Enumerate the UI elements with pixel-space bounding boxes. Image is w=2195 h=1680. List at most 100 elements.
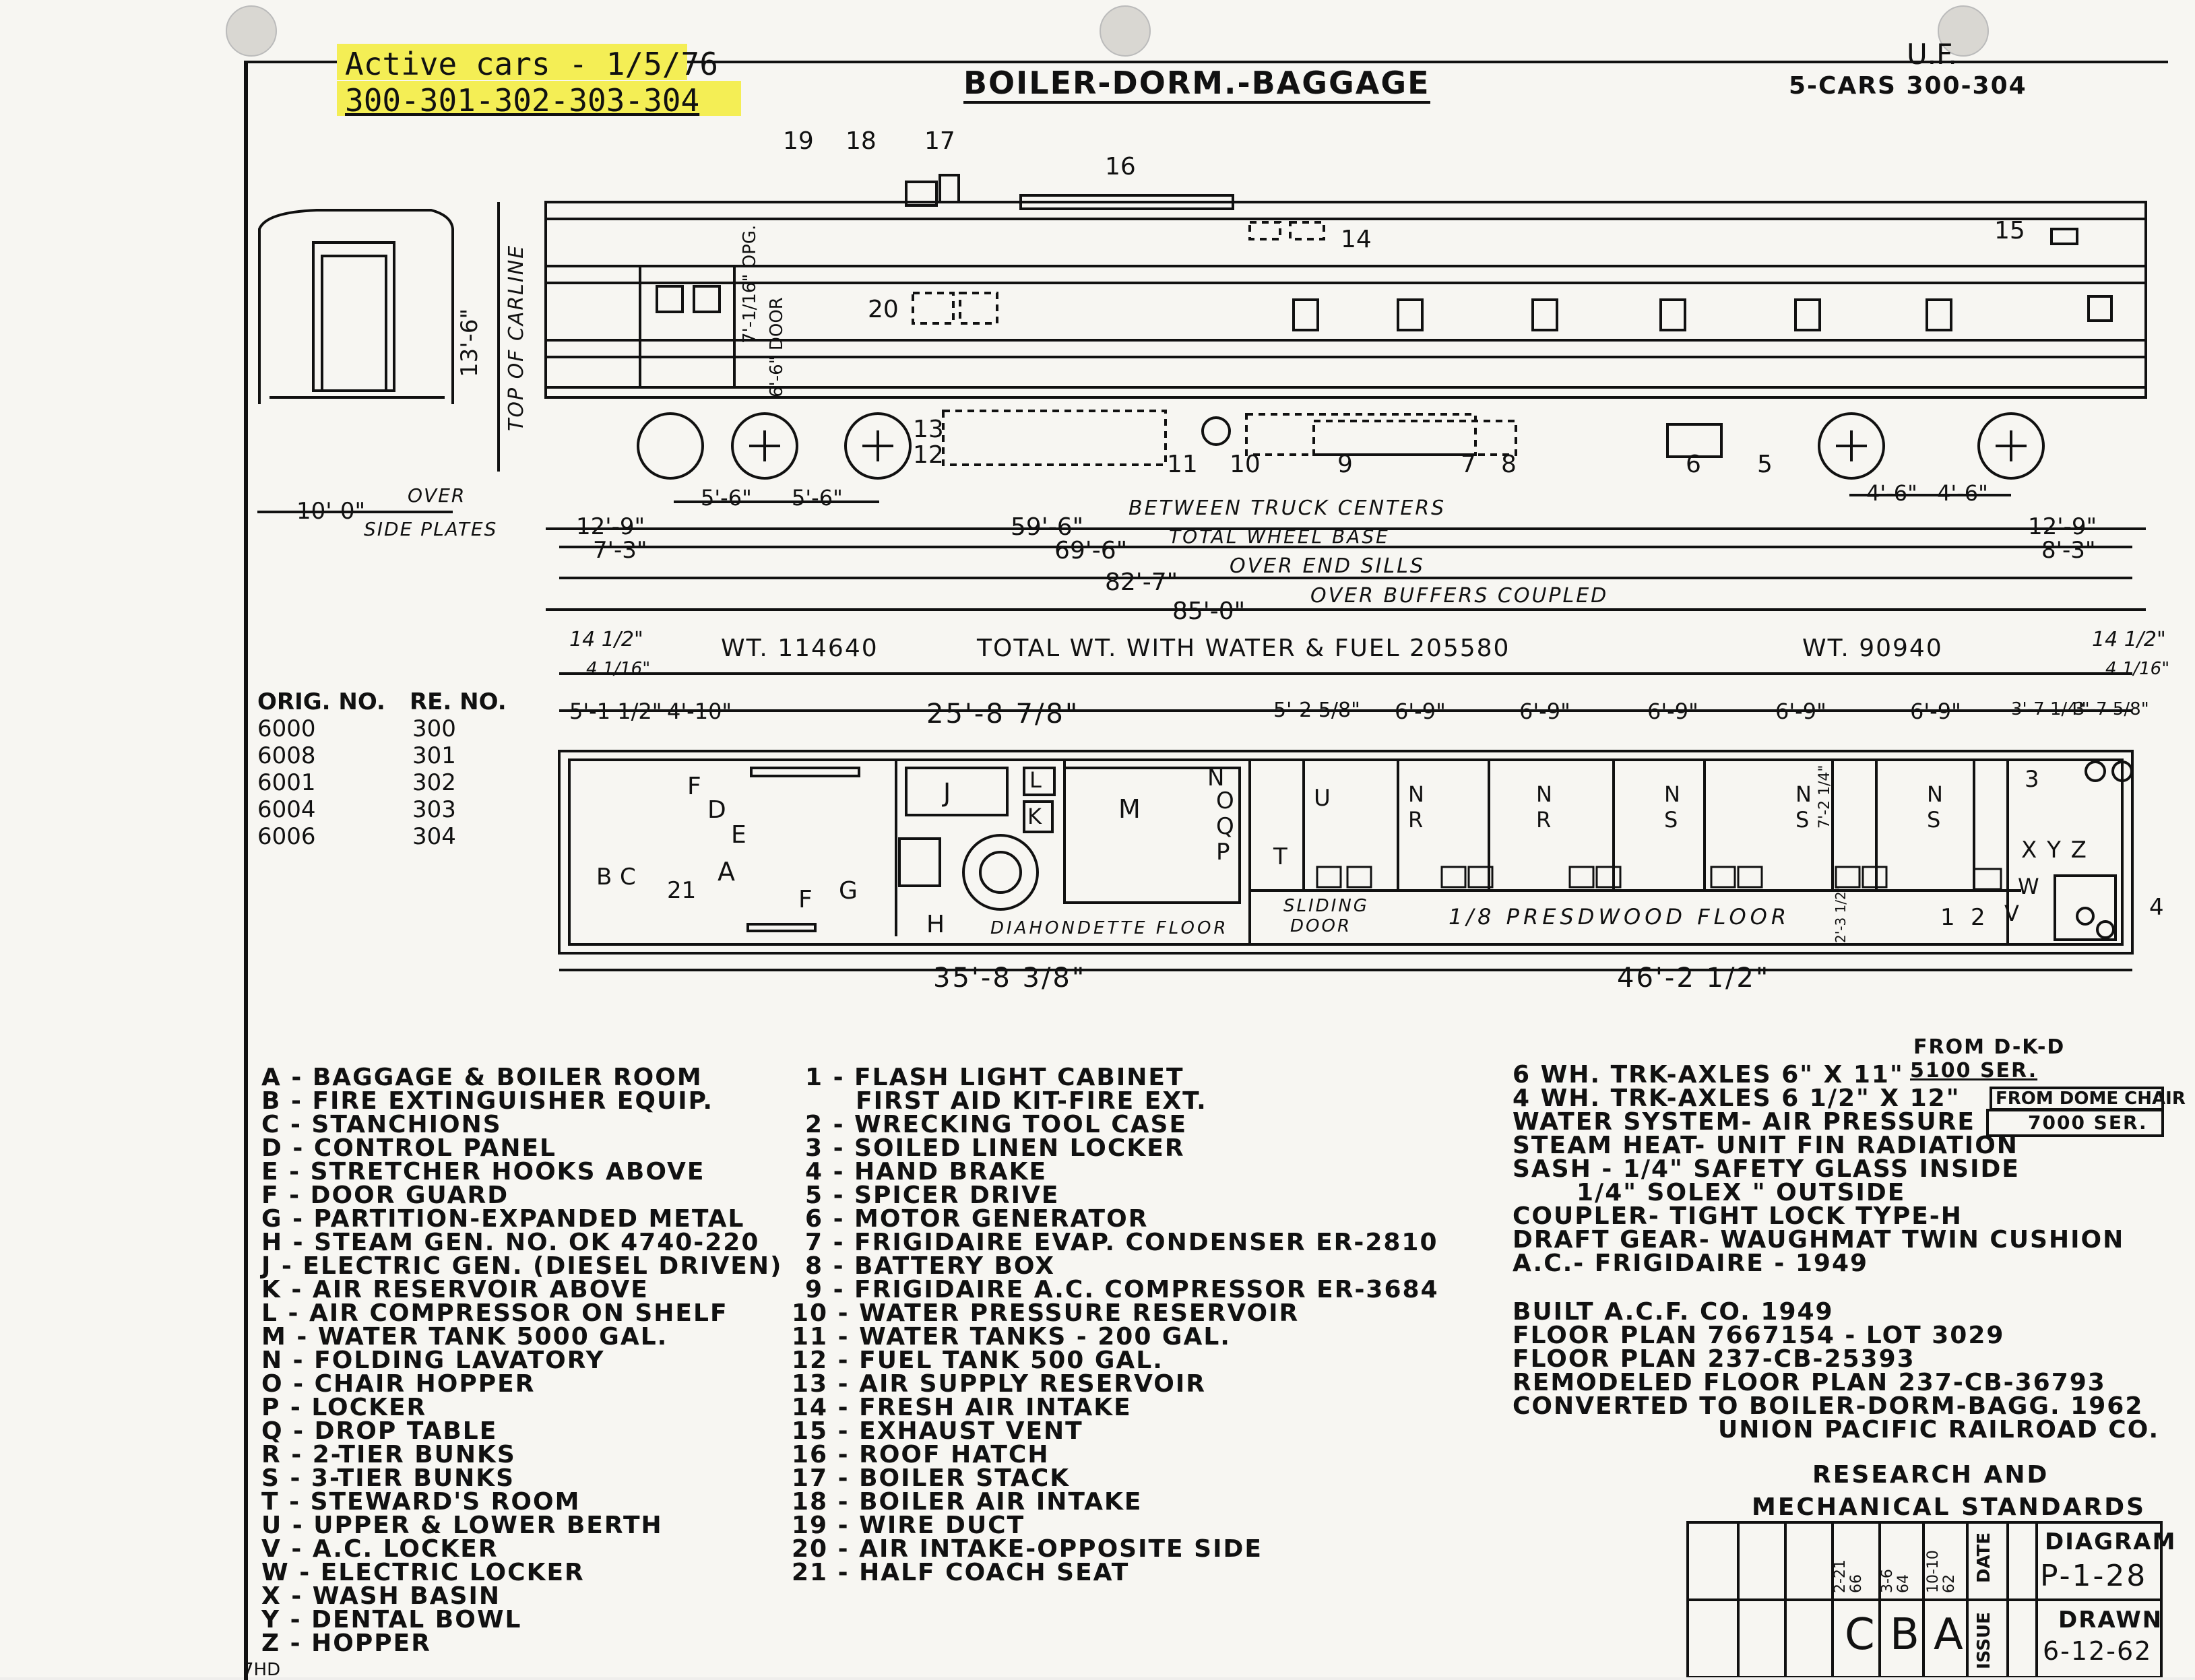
legend-item: V - A.C. LOCKER bbox=[261, 1535, 499, 1563]
legend-item: 11 - WATER TANKS - 200 GAL. bbox=[792, 1323, 1231, 1351]
plan-letter: T bbox=[1273, 843, 1287, 870]
legend-item: 3 - SOILED LINEN LOCKER bbox=[805, 1134, 1185, 1162]
page-title: BOILER-DORM.-BAGGAGE bbox=[963, 67, 1430, 104]
plan-letter: H bbox=[926, 911, 945, 938]
plan-letter: N R bbox=[1536, 781, 1552, 833]
legend-item: 18 - BOILER AIR INTAKE bbox=[792, 1488, 1143, 1516]
orig-number: 6006 bbox=[257, 823, 316, 850]
build-line: UNION PACIFIC RAILROAD CO. bbox=[1718, 1416, 2160, 1444]
plan-letter: U bbox=[1314, 785, 1331, 812]
plan-letter: W bbox=[2018, 874, 2039, 899]
build-line: FLOOR PLAN 7667154 - LOT 3029 bbox=[1513, 1322, 2005, 1349]
right-overhang: 12'-9" bbox=[2028, 513, 2097, 540]
punch-hole bbox=[1938, 5, 1989, 57]
presdwood-floor-label: 1/8 PRESDWOOD FLOOR bbox=[1449, 904, 1791, 930]
plan-letter: O bbox=[1216, 787, 1234, 814]
door-opening-dimension: 7'-1/16" OPG. bbox=[740, 224, 760, 344]
right-end-dim-b: 4 1/16" bbox=[2105, 659, 2170, 679]
spec-line: DRAFT GEAR- WAUGHMAT TWIN CUSHION bbox=[1513, 1226, 2125, 1254]
diagram-label: DIAGRAM bbox=[2045, 1528, 2177, 1555]
callout-7: 7 bbox=[1461, 451, 1476, 478]
active-cars-note: Active cars - 1/5/76 bbox=[345, 46, 718, 82]
legend-item: 10 - WATER PRESSURE RESERVOIR bbox=[792, 1299, 1300, 1327]
plan-letter: 1 bbox=[1940, 904, 1955, 931]
legend-item: 15 - EXHAUST VENT bbox=[792, 1417, 1083, 1445]
legend-item: 7 - FRIGIDAIRE EVAP. CONDENSER ER-2810 bbox=[805, 1229, 1438, 1256]
plan-letter: 2 bbox=[1971, 904, 1985, 931]
weight-left: WT. 114640 bbox=[721, 635, 879, 662]
callout-8: 8 bbox=[1501, 451, 1517, 478]
drawn-date: 6-12-62 bbox=[2043, 1636, 2153, 1666]
spec-line: A.C.- FRIGIDAIRE - 1949 bbox=[1513, 1250, 1869, 1277]
orig-number: 6004 bbox=[257, 796, 316, 823]
plan-dim-seg: 25'-8 7/8" bbox=[926, 699, 1080, 730]
left-overhang: 12'-9" bbox=[576, 513, 645, 540]
floor-plan-outline bbox=[558, 750, 2134, 955]
left-wheel-dim: 7'-3" bbox=[593, 537, 647, 564]
legend-item: A - BAGGAGE & BOILER ROOM bbox=[261, 1064, 703, 1091]
callout-18: 18 bbox=[846, 127, 877, 155]
legend-item: 4 - HAND BRAKE bbox=[805, 1158, 1048, 1186]
orig-number: 6000 bbox=[257, 715, 316, 742]
plan-letter: C bbox=[620, 864, 636, 891]
height-dimension: 13'-6" bbox=[456, 308, 483, 377]
legend-item: 14 - FRESH AIR INTAKE bbox=[792, 1394, 1132, 1421]
spec-line: STEAM HEAT- UNIT FIN RADIATION bbox=[1513, 1132, 2018, 1159]
callout-10: 10 bbox=[1230, 451, 1261, 478]
legend-item: 19 - WIRE DUCT bbox=[792, 1512, 1025, 1539]
end-sills-dim: 82'-7" bbox=[1105, 569, 1178, 596]
build-line: CONVERTED TO BOILER-DORM-BAGG. 1962 bbox=[1513, 1392, 2144, 1420]
end-sills-label: OVER END SILLS bbox=[1230, 554, 1425, 578]
plan-letter: M bbox=[1118, 794, 1141, 824]
issue-letter: A bbox=[1934, 1610, 1963, 1660]
left-end-dim-b: 4 1/16" bbox=[586, 659, 651, 679]
truck-centers-label: BETWEEN TRUCK CENTERS bbox=[1128, 496, 1446, 520]
plan-dim-seg: 6'-9" bbox=[1910, 699, 1961, 724]
baggage-door bbox=[639, 265, 736, 389]
spec-axles-4wh-note: 7000 SER. bbox=[2028, 1111, 2148, 1134]
end-view-door-inner bbox=[321, 255, 387, 392]
right-end-dim-a: 14 1/2" bbox=[2092, 628, 2166, 651]
legend-item: L - AIR COMPRESSOR ON SHELF bbox=[261, 1299, 728, 1327]
buffers-label: OVER BUFFERS COUPLED bbox=[1310, 584, 1609, 608]
punch-hole bbox=[1100, 5, 1151, 57]
dept-line-1: RESEARCH AND bbox=[1812, 1461, 2049, 1489]
plan-dim-seg: 6'-9" bbox=[1395, 699, 1446, 724]
spec-axles-6wh-note: FROM D-K-D bbox=[1913, 1035, 2066, 1059]
plan-letter: N bbox=[1207, 765, 1225, 791]
renumber-header-new: RE. NO. bbox=[410, 688, 507, 715]
legend-item: F - DOOR GUARD bbox=[261, 1182, 509, 1209]
legend-item: 21 - HALF COACH SEAT bbox=[792, 1559, 1130, 1586]
plan-letter: G bbox=[839, 877, 858, 905]
axle-spacing-left-1: 5'-6" bbox=[701, 485, 752, 511]
build-line: BUILT A.C.F. CO. 1949 bbox=[1513, 1298, 1834, 1326]
plan-letter: N S bbox=[1927, 781, 1943, 833]
car-numbers: 5-CARS 300-304 bbox=[1789, 72, 2027, 100]
plan-letter: L bbox=[1029, 767, 1042, 793]
callout-6: 6 bbox=[1686, 451, 1701, 478]
issue-date: 2-21 66 bbox=[1832, 1559, 1866, 1593]
new-number: 302 bbox=[412, 769, 456, 796]
legend-item: Q - DROP TABLE bbox=[261, 1417, 498, 1445]
plan-letter: B bbox=[596, 864, 612, 891]
plan-letter: E bbox=[731, 821, 746, 849]
plan-letter: D bbox=[707, 796, 726, 824]
spec-axles-6wh: 6 WH. TRK-AXLES 6" X 11" bbox=[1513, 1061, 1904, 1089]
plan-dim-seg: 3'-7 1/4" bbox=[2011, 699, 2087, 719]
new-number: 300 bbox=[412, 715, 456, 742]
end-width-dimension: 10'-0" bbox=[296, 498, 366, 525]
axle-spacing-left-2: 5'-6" bbox=[792, 485, 843, 511]
plan-dim-seg: 4'-10" bbox=[667, 699, 732, 724]
legend-item: Y - DENTAL BOWL bbox=[261, 1606, 522, 1634]
plan-letter: F bbox=[798, 886, 813, 913]
plan-letter: P bbox=[1216, 839, 1230, 866]
new-number: 303 bbox=[412, 796, 456, 823]
plan-letter: 21 bbox=[667, 877, 697, 904]
truck-centers-dim: 59'-6" bbox=[1011, 513, 1084, 541]
legend-item: W - ELECTRIC LOCKER bbox=[261, 1559, 585, 1586]
renumber-header-orig: ORIG. NO. bbox=[257, 688, 385, 715]
legend-item: J - ELECTRIC GEN. (DIESEL DRIVEN) bbox=[261, 1252, 783, 1280]
issue-letter: C bbox=[1845, 1610, 1875, 1660]
date-label: DATE bbox=[1974, 1532, 1994, 1583]
legend-item: Z - HOPPER bbox=[261, 1629, 431, 1657]
